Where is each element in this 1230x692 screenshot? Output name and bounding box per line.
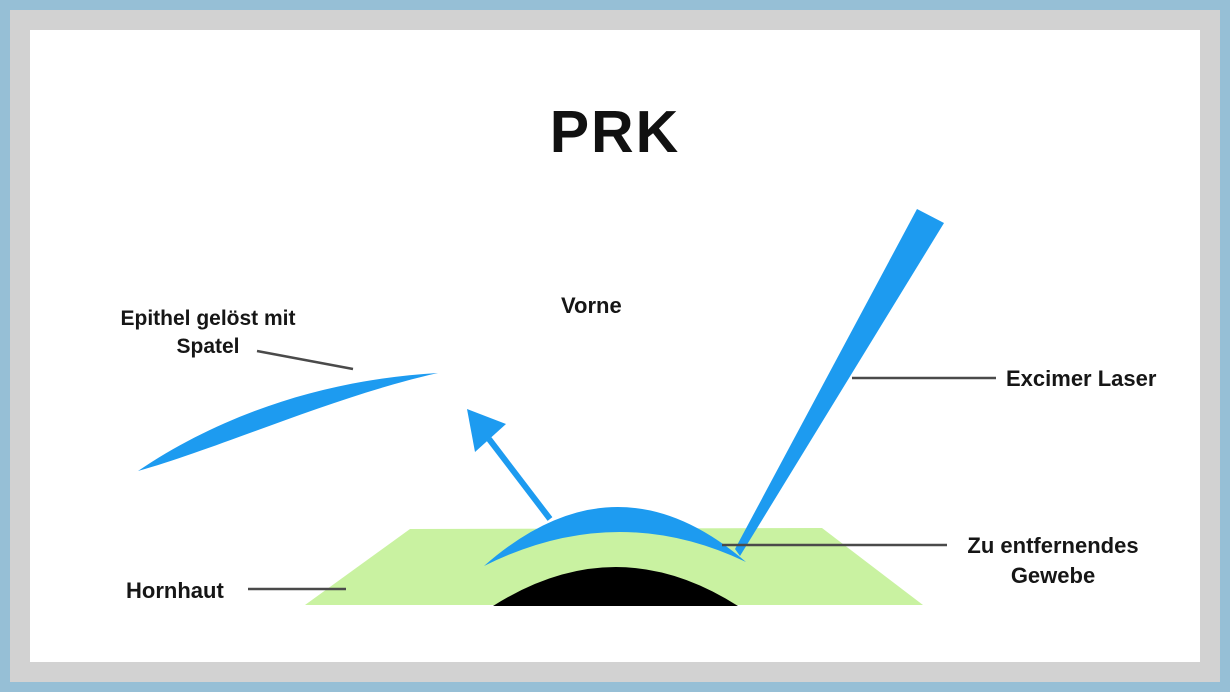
epithel-label-line2: Spatel [176,335,240,358]
page-title: PRK [549,99,681,165]
epithel-label-line1: Epithel gelöst mit [120,307,296,330]
vorne-label: Vorne [561,293,622,318]
epithel-label: Epithel gelöst mit Spatel [48,305,368,361]
zu-entfernendes-label-line2: Gewebe [1010,563,1096,588]
zu-entfernendes-label-line1: Zu entfernendes [967,533,1139,558]
zu-entfernendes-label: Zu entfernendes Gewebe [928,531,1178,591]
excimer-laser-label: Excimer Laser [1006,366,1157,391]
hornhaut-label: Hornhaut [126,578,224,603]
inner-frame [10,10,1220,682]
